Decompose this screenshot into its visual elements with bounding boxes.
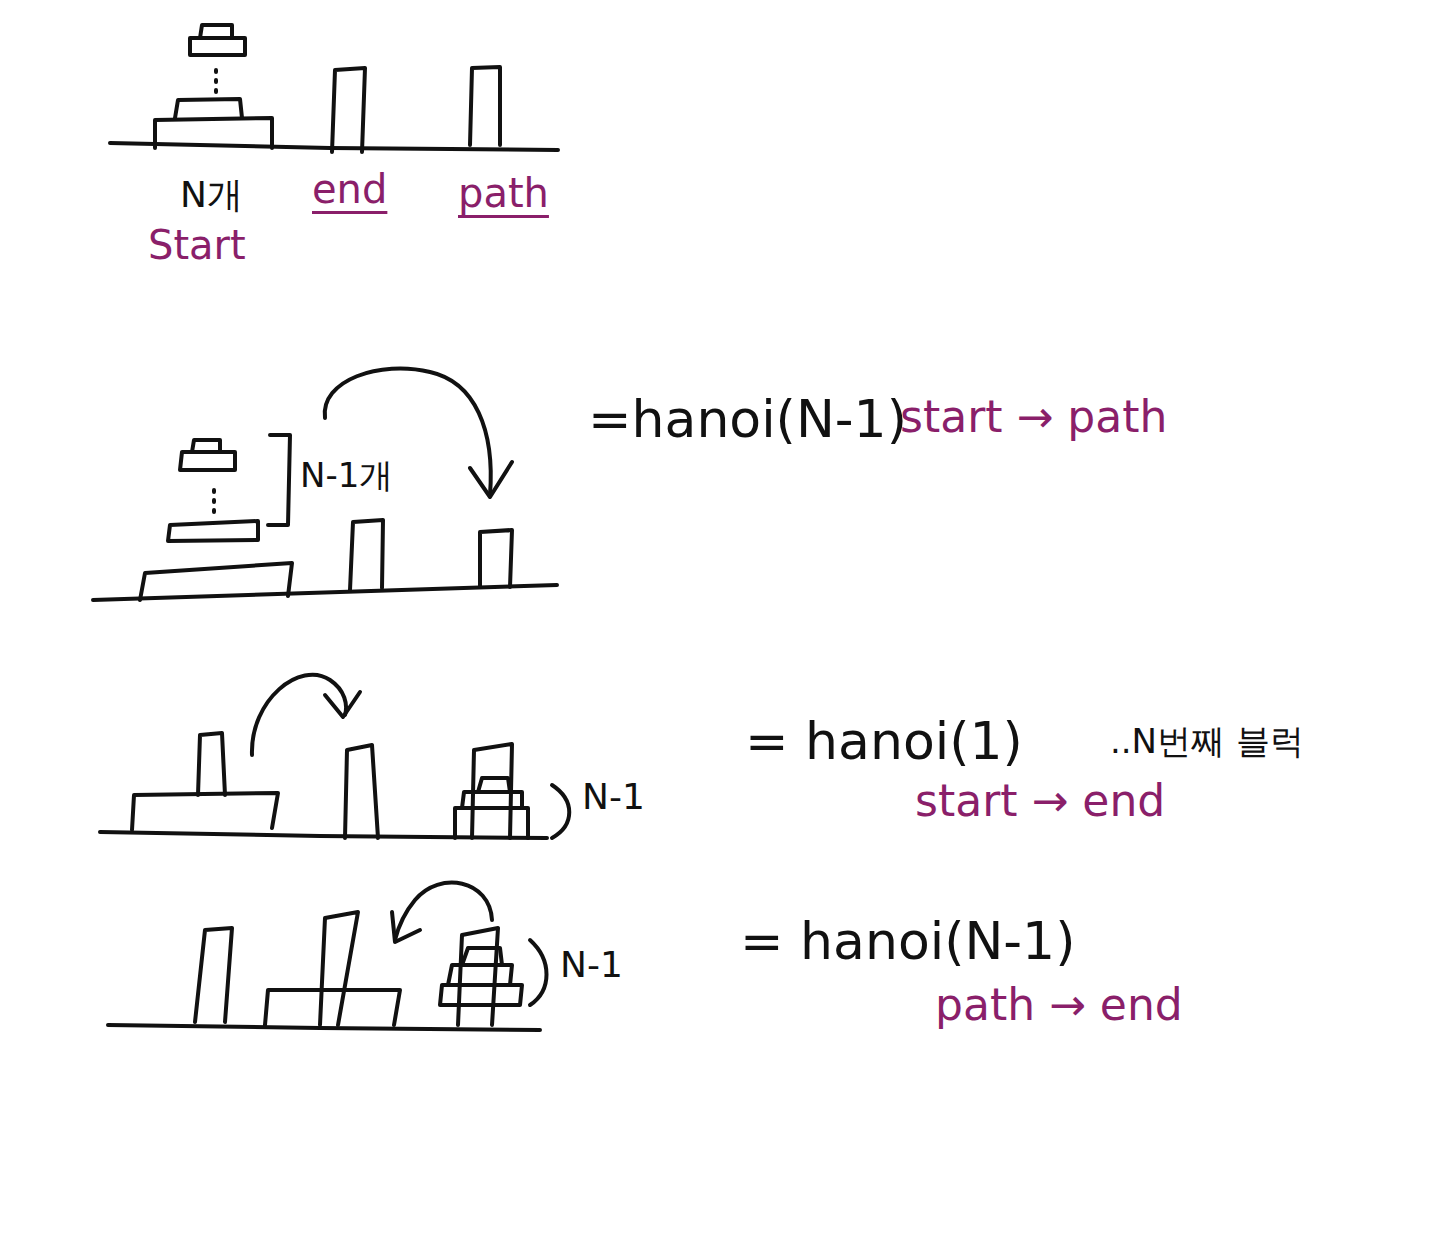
large-block: [265, 990, 400, 1025]
stacked-disks: [440, 948, 522, 1005]
small-disk: [180, 440, 235, 470]
peg-name: Start: [148, 222, 246, 268]
move-arrow: [395, 883, 492, 940]
start-peg: [198, 733, 225, 795]
peg-name: path: [458, 170, 549, 216]
small-disk: [190, 25, 245, 55]
initial-towers: [110, 25, 558, 152]
bracket: [268, 435, 290, 525]
bracket: [530, 940, 547, 1005]
dots: [212, 490, 216, 512]
call-label: = hanoi(1): [745, 712, 1023, 772]
ground-line: [100, 832, 547, 838]
ground-line: [108, 1025, 540, 1030]
peg-name: end: [312, 166, 387, 212]
call-label: = hanoi(N-1): [740, 912, 1075, 972]
step-two: [100, 675, 569, 838]
disk: [175, 99, 242, 118]
count-label: N-1: [560, 944, 623, 985]
step-one: [93, 369, 557, 600]
arrow-head: [470, 462, 512, 497]
count-label: N개: [180, 174, 243, 215]
bracket: [552, 785, 569, 838]
move-label: start → end: [915, 776, 1165, 827]
stacked-disks: [455, 778, 528, 838]
large-disk: [155, 118, 272, 148]
path-peg: [472, 744, 512, 838]
move-label: start → path: [900, 392, 1167, 443]
move-label: path → end: [935, 980, 1183, 1031]
dots: [214, 70, 218, 92]
end-peg: [320, 912, 358, 1025]
start-peg: [195, 928, 232, 1022]
large-block: [140, 563, 292, 600]
end-peg: [345, 745, 378, 838]
count-label: N-1개: [300, 456, 393, 495]
arrow-head: [325, 692, 360, 717]
end-peg: [350, 520, 383, 590]
note: ..N번째 블럭: [1110, 722, 1304, 761]
step-three: [108, 883, 547, 1030]
large-block: [132, 793, 278, 830]
end-peg: [332, 68, 365, 152]
path-peg: [470, 67, 500, 145]
path-peg: [458, 928, 498, 1025]
move-arrow: [252, 675, 346, 755]
count-label: N-1: [582, 776, 645, 817]
disk: [168, 521, 258, 541]
path-peg: [480, 530, 512, 587]
ground-line: [93, 585, 557, 600]
call-label: =hanoi(N-1): [588, 390, 907, 450]
arrow-head: [392, 912, 420, 942]
